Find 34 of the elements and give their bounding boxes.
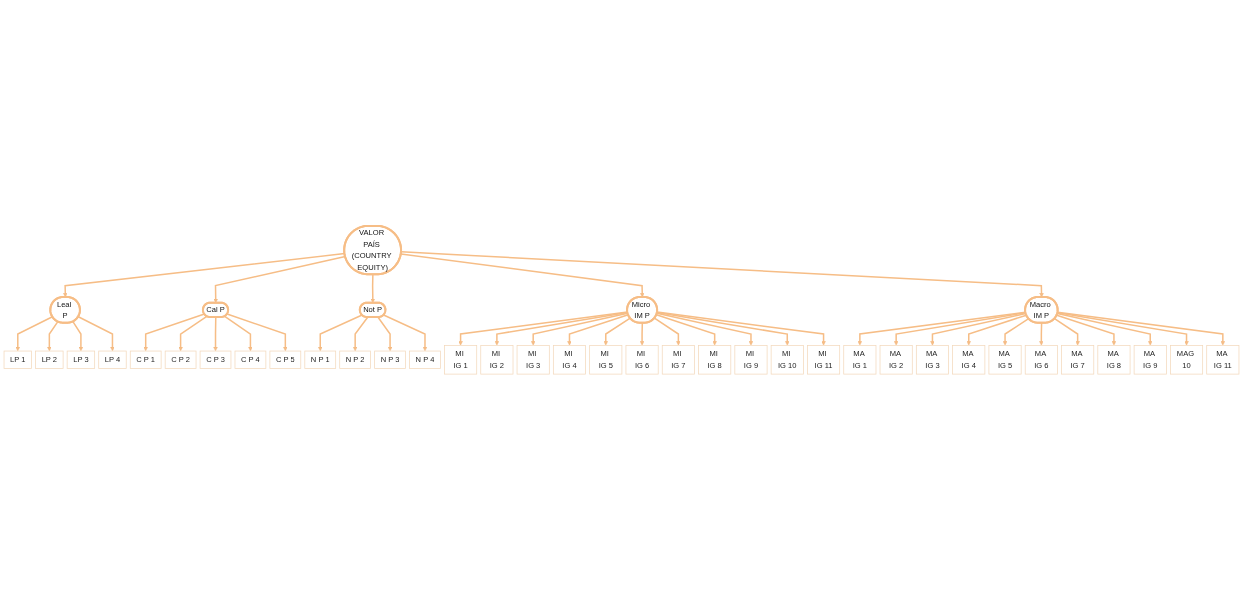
arrow [1056, 312, 1153, 346]
arrow [1002, 317, 1030, 346]
arrow [382, 314, 428, 352]
arrow [1056, 311, 1226, 346]
arrow [352, 316, 369, 352]
arrow [639, 322, 645, 346]
arrow [318, 314, 363, 352]
arrow [857, 311, 1027, 346]
arrow [1039, 322, 1044, 346]
arrow [458, 311, 629, 346]
arrow [930, 312, 1027, 346]
arrow [893, 312, 1027, 346]
arrow [603, 317, 631, 346]
arrow [226, 313, 288, 352]
arrow [656, 312, 754, 346]
arrow [72, 320, 84, 352]
arrow [656, 311, 790, 346]
arrow [567, 314, 629, 346]
arrow [653, 317, 681, 346]
arrow [224, 315, 253, 352]
arrow [656, 311, 826, 346]
arrow [530, 312, 629, 346]
arrow [655, 314, 717, 346]
arrow [178, 315, 208, 352]
arrow [77, 315, 115, 352]
arrow [377, 316, 393, 352]
arrow [143, 313, 206, 352]
arrow [47, 320, 59, 352]
arrow [966, 314, 1028, 346]
arrow [1056, 314, 1117, 346]
arrow [494, 311, 629, 346]
arrow [213, 316, 218, 352]
arrow [1056, 312, 1189, 346]
arrow [1053, 317, 1080, 346]
